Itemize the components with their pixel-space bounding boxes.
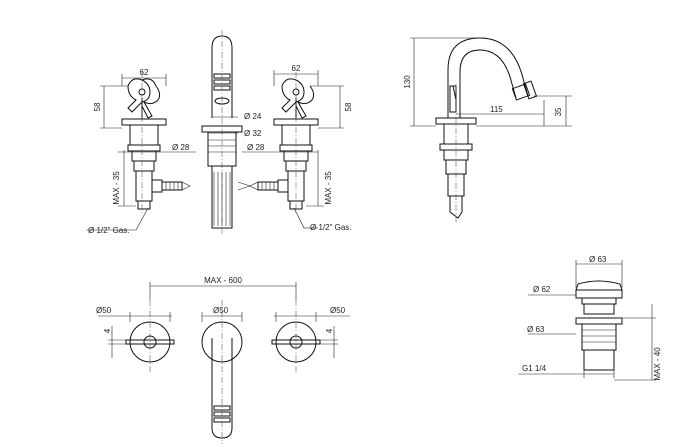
left-body-dia-dimension: Ø 28 <box>118 143 196 153</box>
left-key-handle <box>127 78 161 120</box>
bidet-height-dimension: 130 <box>403 37 482 127</box>
waste-body-dia-dimension: Ø 63 <box>527 325 576 335</box>
right-max-label: MAX - 35 <box>324 171 333 205</box>
plan-right-rosette <box>271 300 321 372</box>
waste-max-dimension: MAX - 40 <box>614 304 662 381</box>
waste-top-dia-dimension: Ø 63 <box>575 255 623 288</box>
plan-span-label: MAX - 600 <box>204 276 242 285</box>
plan-span-dimension: MAX - 600 <box>149 276 297 300</box>
left-height-dimension: 58 <box>93 85 128 129</box>
right-gas-callout: Ø 1/2" Gas. <box>293 207 352 232</box>
plan-right-offset-dimension: 4 <box>320 326 338 358</box>
spout-elevation <box>201 30 243 234</box>
right-body-dia-label: Ø 28 <box>247 143 265 152</box>
spout-dia32-dimension: Ø 32 <box>208 129 262 138</box>
waste-thread-dimension: G1 1/4 <box>518 364 615 378</box>
left-height-label: 58 <box>93 102 102 111</box>
left-gas-label: Ø 1/2" Gas. <box>88 226 130 235</box>
bidet-mixer-elevation <box>435 37 538 222</box>
spout-dia24-dimension: Ø 24 <box>212 112 262 121</box>
left-valve-elevation <box>121 72 191 215</box>
plan-left-dia-label: Ø50 <box>96 306 112 315</box>
plan-left-dia-dimension: Ø50 <box>96 306 172 322</box>
waste-thread-label: G1 1/4 <box>522 364 547 373</box>
bidet-reach-label: 115 <box>490 105 503 114</box>
plan-left-offset-dimension: 4 <box>103 326 126 358</box>
plan-mid-dia-label: Ø50 <box>213 306 229 315</box>
waste-max-label: MAX - 40 <box>653 347 662 381</box>
right-max-dimension: MAX - 35 <box>306 150 333 207</box>
spout-dia24-label: Ø 24 <box>244 112 262 121</box>
left-width-label: 62 <box>140 68 149 77</box>
waste-cap-dia-label: Ø 62 <box>533 285 551 294</box>
left-flange <box>121 118 167 126</box>
plan-left-rosette <box>125 300 175 372</box>
left-max-dimension: MAX - 35 <box>112 150 136 207</box>
left-outlet <box>151 179 163 193</box>
bidet-height-label: 130 <box>403 75 412 89</box>
spout-dia32-label: Ø 32 <box>244 129 262 138</box>
bidet-reach-dimension: 115 <box>456 100 545 126</box>
right-body-dia-dimension: Ø 28 <box>242 143 318 153</box>
plan-left-offset-label: 4 <box>103 328 112 333</box>
right-key-handle <box>281 78 315 120</box>
bidet-outlet-dimension: 35 <box>476 95 572 127</box>
right-width-label: 62 <box>292 64 301 73</box>
right-outlet <box>277 179 289 193</box>
plan-spout <box>201 300 243 444</box>
left-max-label: MAX - 35 <box>112 171 121 205</box>
waste-cap-dia-dimension: Ø 62 <box>528 285 576 296</box>
plan-right-dia-label: Ø50 <box>330 306 346 315</box>
waste-assembly <box>575 280 623 371</box>
right-gas-label: Ø 1/2" Gas. <box>310 223 352 232</box>
waste-body-dia-label: Ø 63 <box>527 325 545 334</box>
plan-mid-dia-dimension: Ø50 <box>201 306 243 322</box>
waste-top-dia-label: Ø 63 <box>589 255 607 264</box>
bidet-outlet-label: 35 <box>554 107 563 116</box>
right-width-dimension: 62 <box>273 64 319 86</box>
plan-right-dia-dimension: Ø50 <box>274 306 350 322</box>
left-body <box>129 124 159 146</box>
left-gas-callout: Ø 1/2" Gas. <box>86 207 149 235</box>
plan-right-offset-label: 4 <box>325 328 334 333</box>
left-width-dimension: 62 <box>121 68 167 86</box>
left-body-dia-label: Ø 28 <box>172 143 190 152</box>
right-height-dimension: 58 <box>310 85 353 129</box>
right-valve-elevation <box>237 72 319 215</box>
right-height-label: 58 <box>344 102 353 111</box>
